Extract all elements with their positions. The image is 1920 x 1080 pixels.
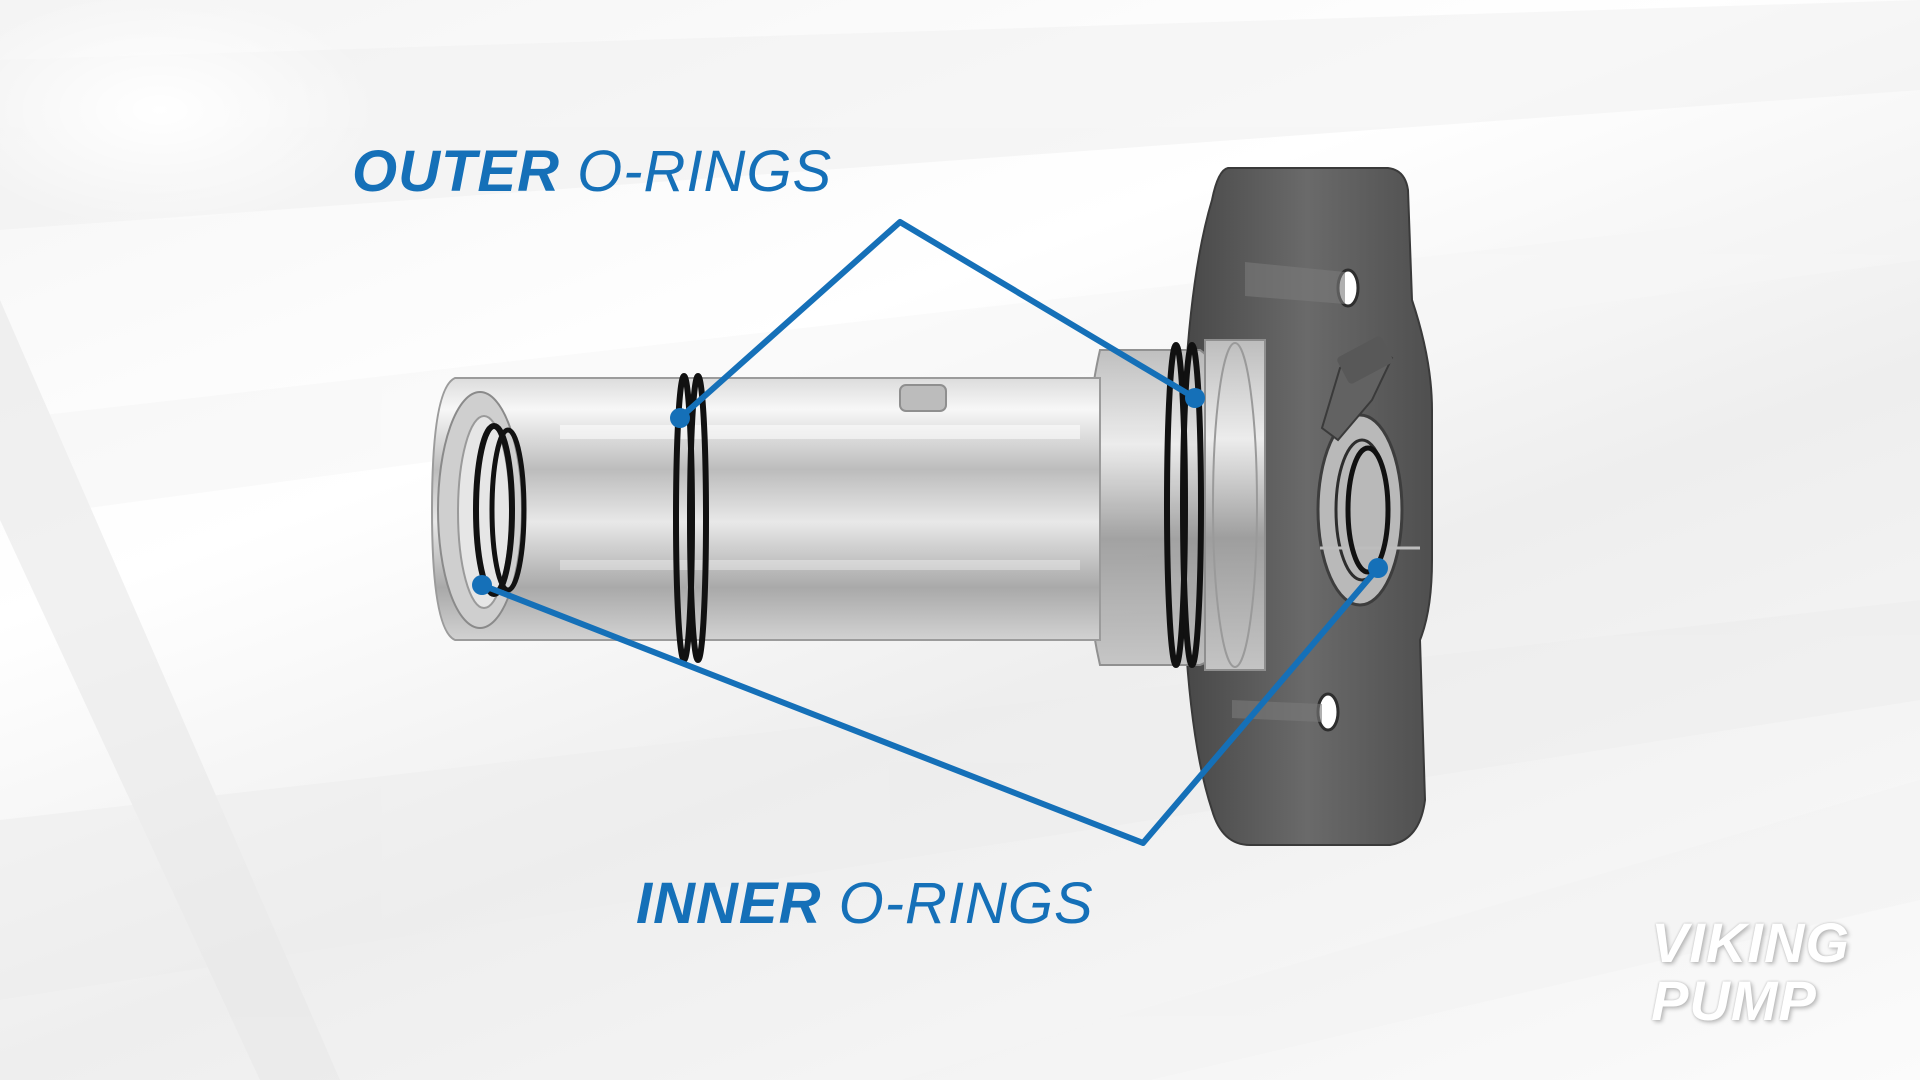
shaft	[430, 377, 1101, 641]
outer-label-rest: O-RINGS	[577, 139, 833, 204]
inner-callout-line	[480, 566, 1381, 846]
inner-o-rings-label: INNER O-RINGS	[636, 870, 1094, 937]
outer-o-rings-label: OUTER O-RINGS	[352, 138, 832, 205]
inner-o-ring-right	[1345, 445, 1391, 575]
logo-line2: PUMP	[1651, 969, 1817, 1032]
callout-lines	[480, 219, 1381, 846]
inner-label-rest: O-RINGS	[838, 871, 1094, 936]
flange	[1180, 167, 1433, 846]
o-rings	[473, 342, 1391, 668]
callout-dots	[472, 388, 1388, 595]
inner-o-ring-left	[473, 423, 515, 597]
light-glow	[0, 0, 380, 230]
logo-line1: VIKING	[1651, 911, 1850, 974]
outer-label-bold: OUTER	[352, 139, 560, 204]
inner-callout-dot-right	[1368, 558, 1388, 578]
outer-callout-dot-right	[1185, 388, 1205, 408]
inner-label-bold: INNER	[636, 871, 822, 936]
viking-pump-logo: VIKING PUMP	[1651, 914, 1850, 1030]
inner-callout-dot-left	[472, 575, 492, 595]
outer-callout-line	[678, 219, 1197, 421]
outer-callout-dot-left	[670, 408, 690, 428]
shaft-boss	[899, 384, 947, 412]
